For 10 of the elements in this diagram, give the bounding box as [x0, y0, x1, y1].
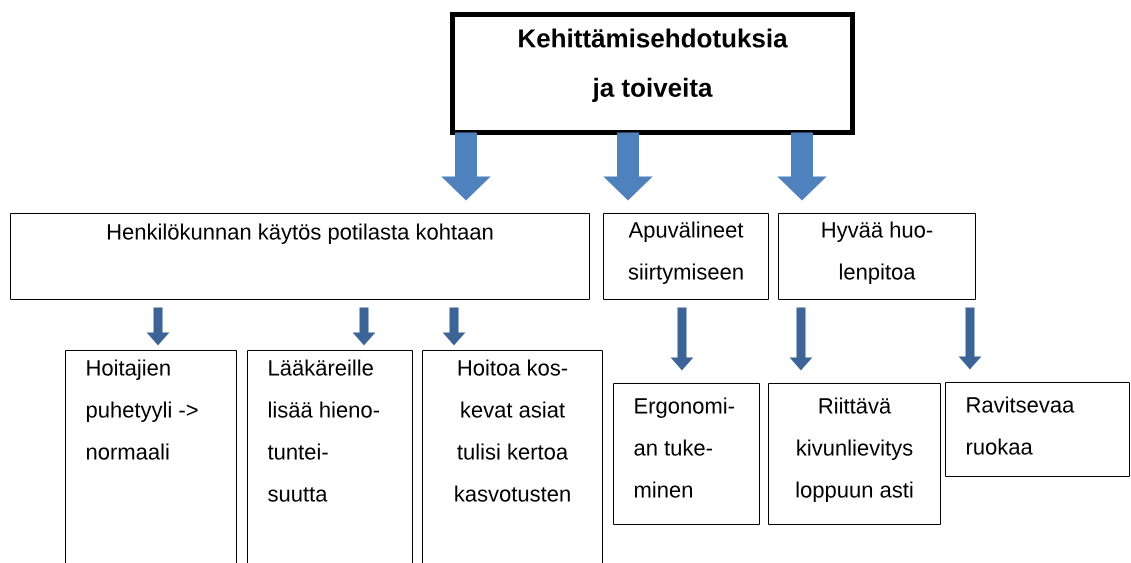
- category-box: Henkilökunnan käytös potilasta kohtaan: [10, 213, 590, 300]
- suggestion-box: Lääkäreille lisää hieno- tuntei- suutta: [247, 350, 413, 563]
- category-box: Apuvälineet siirtymiseen: [603, 213, 769, 300]
- title-box: Kehittämisehdotuksia ja toiveita: [450, 12, 855, 135]
- suggestion-box: Ravitsevaa ruokaa: [945, 382, 1130, 477]
- suggestion-box: Hoitajien puhetyyli -> normaali: [65, 350, 237, 563]
- suggestion-box: Ergonomi- an tuke- minen: [613, 383, 760, 525]
- category-box: Hyvää huo- lenpitoa: [778, 213, 976, 300]
- suggestion-box: Hoitoa kos- kevat asiat tulisi kertoa kasvotusten: [422, 350, 603, 563]
- suggestion-box: Riittävä kivunlievitys loppuun asti: [768, 383, 941, 525]
